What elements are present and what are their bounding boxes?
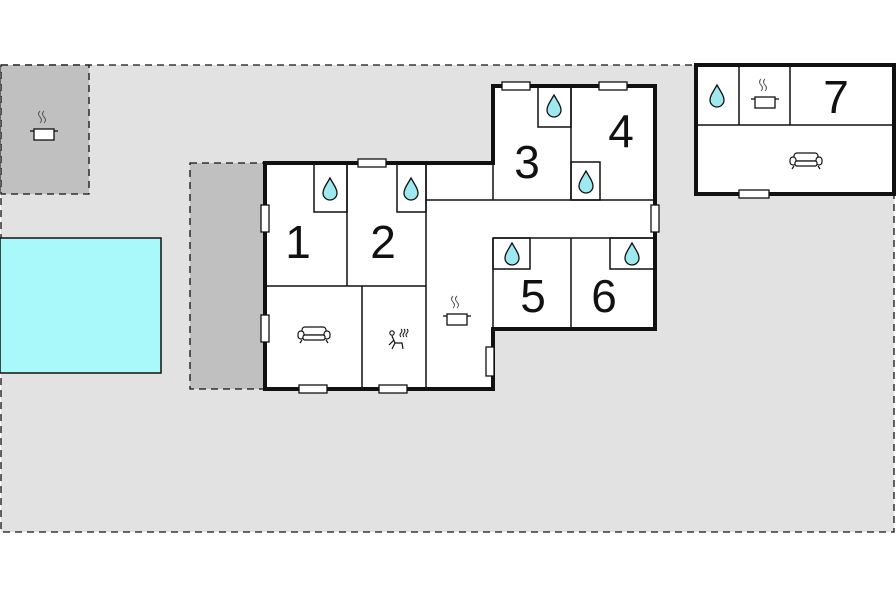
- annex-window: [738, 189, 770, 199]
- room-label-2: 2: [370, 216, 396, 268]
- room-label-7: 7: [823, 71, 849, 123]
- room-label-3: 3: [514, 136, 540, 188]
- terrace: [189, 162, 266, 390]
- room-label-1: 1: [285, 216, 311, 268]
- windows: [260, 81, 660, 394]
- room-label-5: 5: [520, 270, 546, 322]
- annex-building: [694, 63, 896, 196]
- room-label-6: 6: [591, 270, 617, 322]
- interior-walls: [265, 85, 656, 389]
- annex-walls: [696, 65, 894, 126]
- swimming-pool: [0, 237, 162, 374]
- room-label-4: 4: [608, 105, 634, 157]
